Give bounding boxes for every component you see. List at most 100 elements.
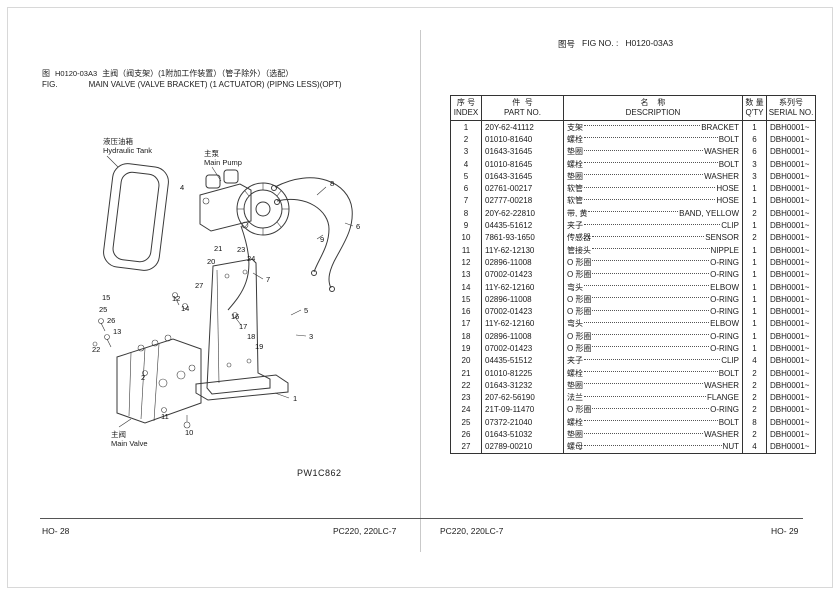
cell-serial: DBH0001~	[766, 342, 815, 355]
dot-leader	[584, 432, 704, 434]
callout-15: 15	[102, 293, 110, 302]
drawing-code: PW1C862	[297, 468, 342, 478]
callout-23: 23	[237, 245, 245, 254]
dot-leader	[584, 371, 718, 373]
cell-qty: 4	[742, 354, 766, 367]
cell-serial: DBH0001~	[766, 145, 815, 158]
cell-serial: DBH0001~	[766, 243, 815, 257]
fig-no-label-en: FIG NO. :	[582, 38, 619, 48]
cell-qty: 1	[742, 317, 766, 331]
figure-number: H0120-03A3	[55, 69, 98, 78]
cell-index: 14	[461, 282, 471, 292]
cell-qty: 2	[742, 207, 766, 220]
dot-leader	[584, 395, 706, 397]
cell-part-no: 02777-00218	[481, 194, 563, 208]
dot-leader	[592, 346, 710, 348]
header-index: 序 号 INDEX	[453, 98, 479, 117]
left-model-code: PC220, 220LC-7	[333, 526, 397, 536]
cell-qty: 2	[742, 391, 766, 404]
cell-qty: 1	[742, 305, 766, 318]
callout-18: 18	[247, 332, 255, 341]
cell-qty: 3	[742, 157, 766, 171]
cell-qty: 8	[742, 416, 766, 429]
callout-1: 1	[293, 394, 297, 403]
cell-qty: 1	[742, 293, 766, 306]
fig-label-en: FIG.	[42, 80, 58, 89]
cell-index: 24	[461, 405, 471, 415]
cell-index: 10	[461, 233, 471, 243]
cell-serial: DBH0001~	[766, 403, 815, 417]
hose-drawing	[227, 177, 353, 311]
cell-index: 22	[461, 380, 471, 390]
pump-rim-ticks	[237, 183, 289, 235]
cell-qty: 6	[742, 145, 766, 158]
cell-qty: 1	[742, 243, 766, 257]
right-model-code: PC220, 220LC-7	[440, 526, 504, 536]
fig-no-label-zh: 图号	[558, 39, 576, 49]
cell-serial: DBH0001~	[766, 268, 815, 281]
cell-serial: DBH0001~	[766, 133, 815, 146]
callout-9: 9	[320, 235, 324, 244]
cell-part-no: 02896-11008	[481, 256, 563, 269]
cell-serial: DBH0001~	[766, 391, 815, 404]
header-part-no: 件 号 PART NO.	[481, 96, 563, 120]
fig-no-line: 图号 FIG NO. : H0120-03A3	[558, 38, 673, 50]
cell-serial: DBH0001~	[766, 305, 815, 318]
dot-leader	[592, 407, 710, 409]
callout-16: 16	[231, 312, 239, 321]
left-page-number: HO- 28	[42, 526, 70, 536]
callout-7: 7	[266, 275, 270, 284]
callout-20: 20	[207, 257, 215, 266]
cell-part-no: 01643-31232	[481, 379, 563, 392]
cell-part-no: 04435-51512	[481, 354, 563, 367]
cell-qty: 2	[742, 428, 766, 441]
cell-index: 4	[463, 159, 469, 169]
callout-12: 12	[172, 294, 180, 303]
cell-part-no: 07002-01423	[481, 342, 563, 355]
cell-qty: 1	[742, 194, 766, 208]
cell-part-no: 20Y-62-41112	[481, 121, 563, 134]
cell-part-no: 7861-93-1650	[481, 231, 563, 244]
parts-table: 序 号 INDEX 件 号 PART NO. 名 称 DESCRIPTION 数…	[450, 95, 816, 455]
cell-part-no: 07002-01423	[481, 305, 563, 318]
cell-index: 15	[461, 294, 471, 304]
cell-serial: DBH0001~	[766, 219, 815, 232]
cell-serial: DBH0001~	[766, 366, 815, 380]
cell-index: 1	[463, 122, 469, 132]
dot-leader	[592, 260, 710, 262]
callout-3: 3	[309, 332, 313, 341]
callout-25: 25	[99, 305, 107, 314]
cell-qty: 1	[742, 268, 766, 281]
cell-serial: DBH0001~	[766, 379, 815, 392]
main-valve-label-zh: 主阀	[111, 429, 126, 439]
callout-26: 26	[107, 316, 115, 325]
cell-part-no: 21T-09-11470	[481, 403, 563, 417]
cell-part-no: 02896-11008	[481, 330, 563, 343]
cell-qty: 1	[742, 121, 766, 134]
cell-part-no: 11Y-62-12160	[481, 317, 563, 331]
cell-part-no: 02761-00217	[481, 182, 563, 195]
cell-index: 19	[461, 343, 471, 353]
cell-index: 17	[461, 319, 471, 329]
cell-part-no: 07002-01423	[481, 268, 563, 281]
callout-21: 21	[214, 244, 222, 253]
dot-leader	[584, 186, 716, 188]
header-serial-no: 系列号 SERIAL NO.	[766, 96, 815, 120]
